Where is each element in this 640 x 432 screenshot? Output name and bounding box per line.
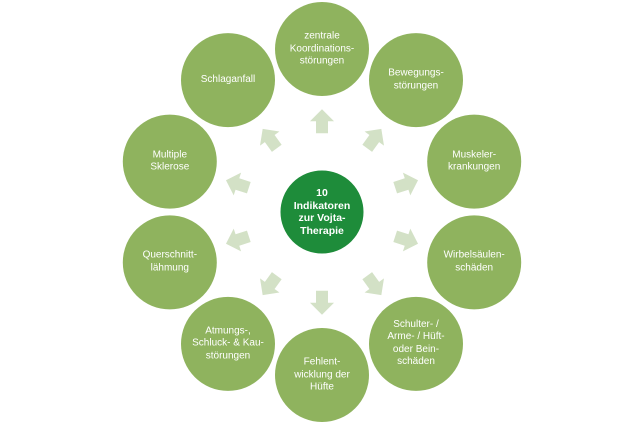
indication-circle — [369, 296, 463, 391]
center-label: 10 Indikatoren zur Vojta- Therapie — [293, 187, 351, 237]
arrow-outward-icon — [310, 290, 334, 315]
arrow-outward-icon — [393, 228, 419, 252]
indication-circle — [427, 114, 522, 209]
indication-label-querschnittlaehmung: Querschnitt- lähmung — [142, 249, 198, 274]
indication-label-zentrale-koordinationsstoerungen: zentrale Koordinations- störungen — [289, 30, 355, 67]
indication-label-muskelerkrankungen: Muskeler- krankungen — [448, 149, 501, 173]
arrow-outward-icon — [225, 172, 251, 196]
indication-label-bewegungsstoerungen: Bewegungs- störungen — [388, 67, 444, 92]
arrow-outward-icon — [310, 109, 334, 134]
indication-circle — [369, 33, 463, 128]
indication-label-multiple-sklerose: Multiple Sklerose — [150, 149, 190, 173]
indication-label-schlaganfall: Schlaganfall — [200, 73, 256, 85]
indication-circle — [181, 33, 275, 128]
arrow-outward-icon — [225, 228, 251, 252]
indication-circle — [427, 215, 522, 310]
indication-label-fehlentwicklung-huefte: Fehlent- wicklung der Hüfte — [294, 356, 350, 393]
indication-circle — [275, 328, 369, 422]
indication-circle — [122, 215, 217, 310]
indication-label-wirbelsaeulenschaeden: Wirbelsäulen- schäden — [443, 249, 505, 274]
indication-circle — [275, 2, 369, 96]
indication-circle — [122, 114, 217, 209]
arrow-group — [225, 109, 419, 315]
center-circle — [277, 167, 367, 257]
arrow-outward-icon — [393, 172, 419, 196]
outer-circle-group — [122, 2, 522, 422]
indication-label-atmungs-schluck-kaustoerungen: Atmungs-, Schluck- & Kau- störungen — [192, 325, 264, 362]
arrow-outward-icon — [260, 272, 282, 296]
arrow-outward-icon — [260, 128, 282, 152]
indication-circle — [181, 296, 275, 391]
arrow-outward-icon — [362, 128, 384, 152]
indication-label-gelenkschaeden: Schulter- / Arme- / Hüft- oder Bein- sch… — [387, 318, 445, 368]
arrow-outward-icon — [362, 272, 384, 296]
